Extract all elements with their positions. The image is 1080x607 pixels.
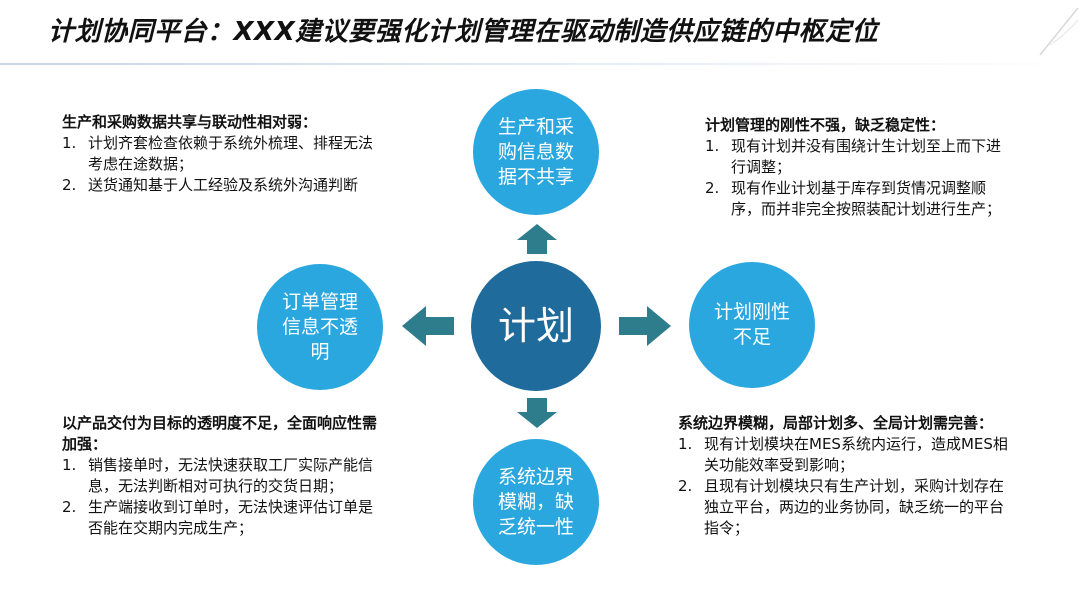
list-item: 2. 送货通知基于人工经验及系统外沟通判断 — [62, 175, 382, 196]
panel-plan-rigidity: 计划管理的刚性不强，缺乏稳定性： 1. 现有计划并没有围绕计生计划至上而下进行调… — [705, 115, 1005, 220]
circle-data-not-shared: 生产和采购信息数据不共享 — [473, 89, 599, 215]
circle-plan-rigidity: 计划刚性不足 — [689, 262, 815, 388]
list-text: 且现有计划模块只有生产计划，采购计划存在独立平台，两边的业务协同，缺乏统一的平台… — [704, 476, 1008, 539]
title-divider — [0, 63, 1080, 65]
list-number: 2. — [62, 175, 88, 196]
center-circle-plan: 计划 — [471, 261, 601, 391]
panel-heading: 计划管理的刚性不强，缺乏稳定性： — [705, 115, 1005, 136]
arrow-down-icon — [517, 398, 557, 428]
circle-bottom-label: 系统边界模糊，缺乏统一性 — [489, 465, 583, 540]
panel-data-sharing: 生产和采购数据共享与联动性相对弱： 1. 计划齐套检查依赖于系统外梳理、排程无法… — [62, 112, 382, 196]
panel-list: 1. 销售接单时，无法快速获取工厂实际产能信息，无法判断相对可执行的交货日期； … — [62, 455, 382, 539]
list-text: 计划齐套检查依赖于系统外梳理、排程无法考虑在途数据； — [88, 133, 382, 175]
circle-left-label: 订单管理信息不透明 — [273, 290, 367, 365]
panel-list: 1. 现有计划并没有围绕计生计划至上而下进行调整； 2. 现有作业计划基于库存到… — [705, 136, 1005, 220]
circle-right-label: 计划刚性不足 — [705, 300, 799, 350]
list-item: 2. 生产端接收到订单时，无法快速评估订单是否能在交期内完成生产； — [62, 497, 382, 539]
list-text: 现有计划模块在MES系统内运行，造成MES相关功能效率受到影响； — [704, 434, 1008, 476]
list-text: 销售接单时，无法快速获取工厂实际产能信息，无法判断相对可执行的交货日期； — [88, 455, 382, 497]
arrow-up-icon — [517, 224, 557, 254]
circle-top-label: 生产和采购信息数据不共享 — [489, 115, 583, 190]
list-text: 现有计划并没有围绕计生计划至上而下进行调整； — [731, 136, 1005, 178]
panel-list: 1. 计划齐套检查依赖于系统外梳理、排程无法考虑在途数据； 2. 送货通知基于人… — [62, 133, 382, 196]
panel-heading: 生产和采购数据共享与联动性相对弱： — [62, 112, 382, 133]
list-number: 1. — [62, 133, 88, 175]
page-title: 计划协同平台：XXX建议要强化计划管理在驱动制造供应链的中枢定位 — [48, 8, 1038, 56]
list-number: 2. — [62, 497, 88, 539]
circle-system-boundary: 系统边界模糊，缺乏统一性 — [473, 439, 599, 565]
panel-heading: 系统边界模糊，局部计划多、全局计划需完善： — [678, 413, 1008, 434]
list-number: 2. — [705, 178, 731, 220]
panel-system-boundary: 系统边界模糊，局部计划多、全局计划需完善： 1. 现有计划模块在MES系统内运行… — [678, 413, 1008, 539]
list-item: 2. 现有作业计划基于库存到货情况调整顺序，而并非完全按照装配计划进行生产； — [705, 178, 1005, 220]
circle-order-not-transparent: 订单管理信息不透明 — [257, 264, 383, 390]
decorative-leaf-icon — [1020, 0, 1080, 60]
arrow-right-icon — [619, 306, 671, 346]
list-text: 生产端接收到订单时，无法快速评估订单是否能在交期内完成生产； — [88, 497, 382, 539]
arrow-left-icon — [402, 306, 454, 346]
panel-list: 1. 现有计划模块在MES系统内运行，造成MES相关功能效率受到影响； 2. 且… — [678, 434, 1008, 539]
center-circle-label: 计划 — [498, 304, 574, 348]
list-item: 2. 且现有计划模块只有生产计划，采购计划存在独立平台，两边的业务协同，缺乏统一… — [678, 476, 1008, 539]
list-text: 送货通知基于人工经验及系统外沟通判断 — [88, 175, 382, 196]
list-text: 现有作业计划基于库存到货情况调整顺序，而并非完全按照装配计划进行生产； — [731, 178, 1005, 220]
list-item: 1. 现有计划并没有围绕计生计划至上而下进行调整； — [705, 136, 1005, 178]
list-item: 1. 销售接单时，无法快速获取工厂实际产能信息，无法判断相对可执行的交货日期； — [62, 455, 382, 497]
list-number: 1. — [678, 434, 704, 476]
list-item: 1. 计划齐套检查依赖于系统外梳理、排程无法考虑在途数据； — [62, 133, 382, 175]
list-number: 1. — [705, 136, 731, 178]
list-item: 1. 现有计划模块在MES系统内运行，造成MES相关功能效率受到影响； — [678, 434, 1008, 476]
panel-heading: 以产品交付为目标的透明度不足，全面响应性需加强： — [62, 413, 382, 455]
list-number: 2. — [678, 476, 704, 539]
panel-transparency: 以产品交付为目标的透明度不足，全面响应性需加强： 1. 销售接单时，无法快速获取… — [62, 413, 382, 539]
list-number: 1. — [62, 455, 88, 497]
